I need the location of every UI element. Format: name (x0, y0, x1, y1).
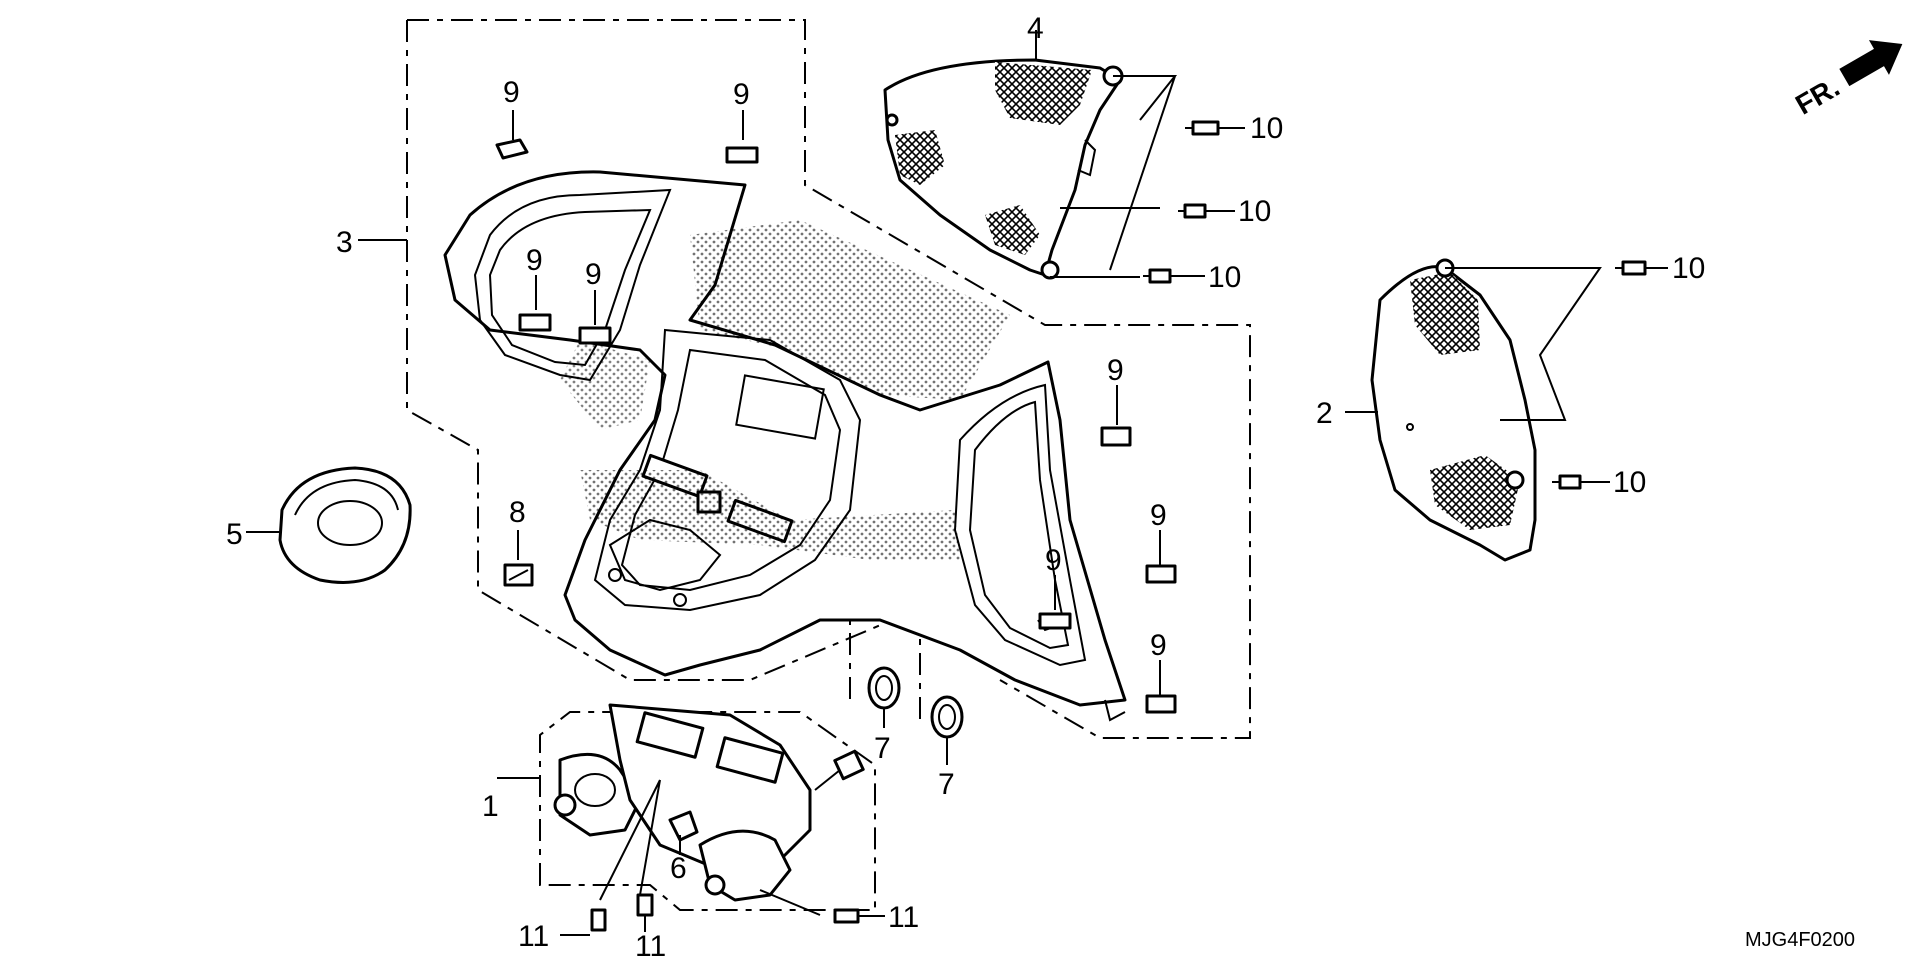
clip-9g (1038, 575, 1072, 630)
callout-9e: 9 (1107, 354, 1124, 387)
callout-5: 5 (226, 518, 243, 551)
clip-9f (1145, 530, 1177, 584)
callout-10d: 10 (1672, 252, 1705, 285)
inner-panel-part-3 (443, 170, 1127, 722)
callout-2: 2 (1316, 397, 1333, 430)
callout-9g: 9 (1045, 544, 1062, 577)
front-arrow-icon (1839, 40, 1903, 87)
callout-9d: 9 (585, 258, 602, 291)
callout-10b: 10 (1238, 195, 1271, 228)
cover-part-4 (883, 30, 1124, 280)
callout-10c: 10 (1208, 261, 1241, 294)
callout-7b: 7 (938, 768, 955, 801)
callout-9a: 9 (503, 76, 520, 109)
screw-11c (833, 908, 885, 924)
front-direction-marker: FR. (1790, 40, 1903, 121)
callout-6: 6 (670, 852, 687, 885)
front-label: FR. (1790, 71, 1845, 120)
callout-11c: 11 (888, 901, 919, 934)
callout-11a: 11 (518, 920, 549, 953)
callout-10e: 10 (1613, 466, 1646, 499)
ring-part-5 (246, 466, 412, 584)
clip-9h (1145, 660, 1177, 714)
callout-9f: 9 (1150, 499, 1167, 532)
callout-1: 1 (482, 790, 499, 823)
screw-10c (1050, 268, 1205, 284)
callouts: 1 2 3 4 5 6 7 7 8 9 9 9 9 9 9 9 9 10 10 … (226, 12, 1705, 960)
screw-11b (636, 893, 654, 932)
switch-assembly-part-1 (497, 703, 876, 911)
retainer-part-8 (503, 530, 534, 587)
screw-10d (1445, 260, 1668, 421)
callout-9c: 9 (526, 244, 543, 277)
grommet-7a (867, 666, 901, 728)
screw-11a (560, 908, 607, 936)
screw-10e (1552, 474, 1610, 490)
screws-part-10 (1050, 75, 1668, 490)
callout-10a: 10 (1250, 112, 1283, 145)
grommets-part-7 (867, 666, 964, 765)
callout-3: 3 (336, 226, 353, 259)
clip-9d (578, 290, 612, 345)
callout-4: 4 (1027, 12, 1044, 45)
grommet-7b (930, 695, 964, 765)
callout-7a: 7 (874, 732, 891, 765)
screw-10a (1109, 75, 1245, 271)
screw-10b (1060, 203, 1235, 219)
clip-9b (725, 110, 759, 164)
clip-9e (1100, 385, 1132, 447)
callout-9h: 9 (1150, 629, 1167, 662)
callout-9b: 9 (733, 78, 750, 111)
clip-9a (495, 110, 529, 160)
cover-part-2 (1345, 258, 1537, 562)
drawing-code: MJG4F0200 (1745, 929, 1855, 951)
clip-9c (518, 275, 552, 332)
callout-8: 8 (509, 496, 526, 529)
screws-part-11 (560, 779, 885, 936)
callout-11b: 11 (635, 930, 666, 960)
clips-part-9 (495, 110, 1177, 714)
